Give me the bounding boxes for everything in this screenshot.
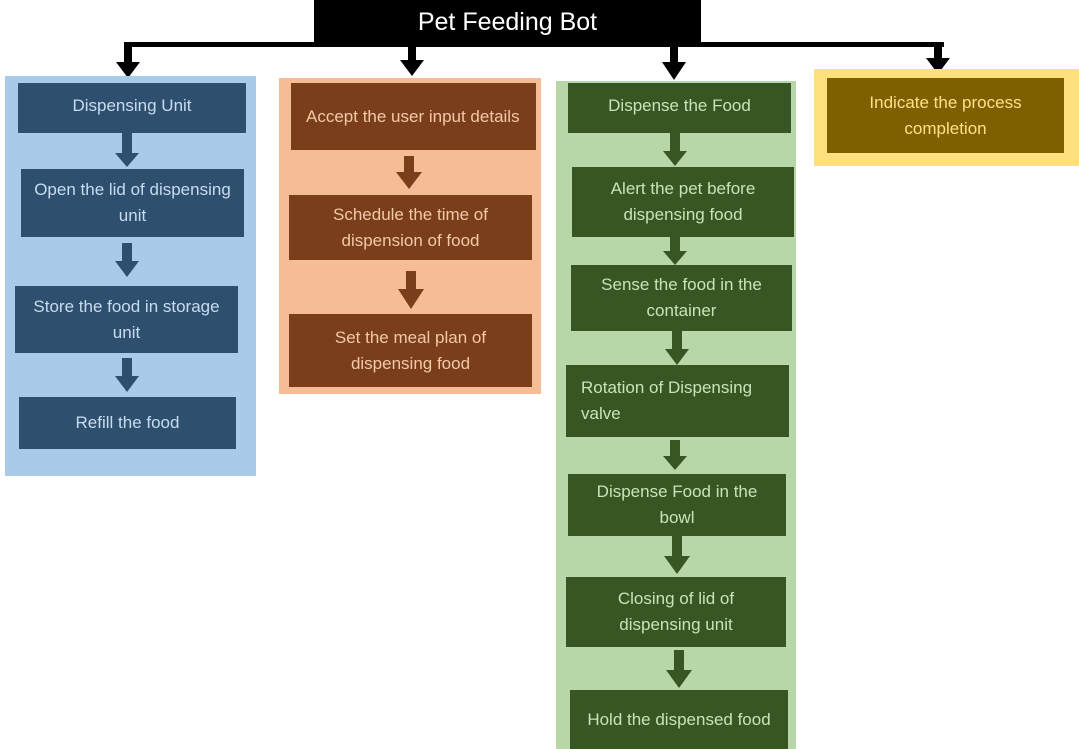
node-alert-pet: Alert the pet before dispensing food bbox=[572, 167, 794, 237]
branch-arrow-4 bbox=[926, 44, 950, 74]
flow-arrow bbox=[115, 358, 139, 392]
branch-arrow-2 bbox=[400, 44, 424, 76]
flow-arrow bbox=[663, 133, 687, 166]
flow-arrow bbox=[663, 237, 687, 265]
node-accept-input: Accept the user input details bbox=[291, 83, 536, 150]
top-connector-line bbox=[124, 42, 944, 47]
node-dispensing-unit: Dispensing Unit bbox=[18, 83, 246, 133]
flow-arrow bbox=[663, 440, 687, 470]
flow-arrow bbox=[666, 650, 692, 688]
diagram-title: Pet Feeding Bot bbox=[314, 0, 701, 44]
node-closing-lid: Closing of lid of dispensing unit bbox=[566, 577, 786, 647]
node-hold-food: Hold the dispensed food bbox=[570, 690, 788, 749]
node-open-lid: Open the lid of dispensing unit bbox=[21, 169, 244, 237]
node-schedule-time: Schedule the time of dispension of food bbox=[289, 195, 532, 260]
node-sense-food: Sense the food in the container bbox=[571, 265, 792, 331]
flow-arrow bbox=[396, 156, 422, 189]
flow-arrow bbox=[115, 133, 139, 167]
flow-arrow bbox=[115, 243, 139, 277]
node-store-food: Store the food in storage unit bbox=[15, 286, 238, 353]
flow-arrow bbox=[665, 331, 689, 365]
branch-arrow-3 bbox=[662, 44, 686, 80]
node-refill-food: Refill the food bbox=[19, 397, 236, 449]
node-rotation-valve: Rotation of Dispensing valve bbox=[566, 365, 789, 437]
branch-arrow-1 bbox=[116, 44, 140, 78]
node-dispense-bowl: Dispense Food in the bowl bbox=[568, 474, 786, 536]
node-indicate-completion: Indicate the process completion bbox=[827, 78, 1064, 153]
node-meal-plan: Set the meal plan of dispensing food bbox=[289, 314, 532, 387]
node-dispense-food: Dispense the Food bbox=[568, 83, 791, 133]
flow-arrow bbox=[664, 536, 690, 574]
flow-arrow bbox=[398, 271, 424, 309]
